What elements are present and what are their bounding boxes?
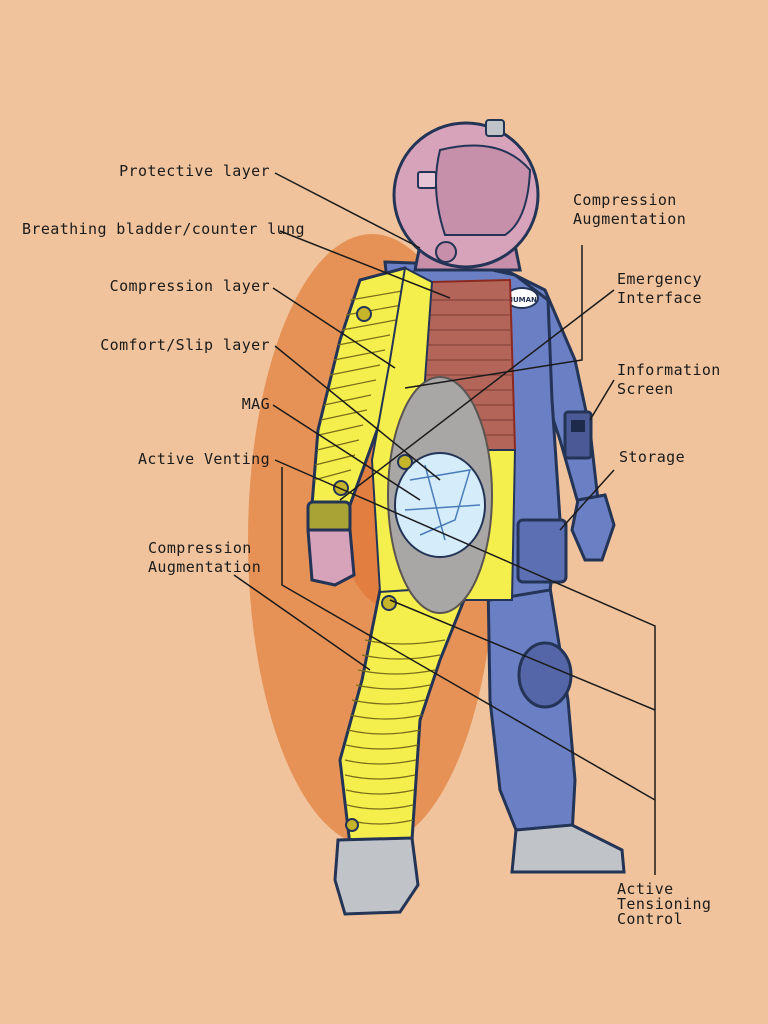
right-leg: [486, 573, 577, 842]
information-screen-device: [563, 410, 593, 460]
leader-compression-layer: [272, 287, 396, 369]
venting-tubes: [404, 464, 481, 541]
left-leg-compression-lines: [344, 639, 446, 825]
left-glove: [306, 528, 356, 587]
helmet-camera: [485, 119, 505, 137]
helmet-side-port: [417, 171, 437, 189]
helmet-valve: [435, 241, 457, 263]
label-information-screen: Information Screen: [617, 361, 721, 398]
label-active-tensioning-control: Active Tensioning Control: [617, 880, 712, 928]
leader-compression-augmentation-left: [233, 574, 371, 671]
label-protective-layer: Protective layer: [119, 162, 270, 180]
label-mag: MAG: [241, 395, 270, 413]
label-active-venting: Active Venting: [137, 450, 270, 468]
label-compression-layer: Compression layer: [109, 277, 270, 295]
knee-pad: [517, 641, 573, 709]
label-comfort-slip-layer: Comfort/Slip layer: [100, 336, 270, 354]
leader-lines: [233, 172, 656, 875]
wrist-cuff: [306, 500, 352, 534]
leader-storage: [559, 469, 615, 531]
left-boot: [333, 836, 420, 916]
label-emergency-interface: Emergency Interface: [617, 270, 702, 307]
leader-active-venting-2: [281, 467, 656, 801]
leader-mag: [272, 404, 421, 501]
leader-compression-augmentation-right: [404, 245, 583, 389]
leader-active-venting: [274, 459, 656, 875]
information-screen-display: [571, 420, 585, 432]
label-compression-augmentation-left: Compression Augmentation: [148, 539, 262, 576]
label-storage: Storage: [619, 448, 686, 466]
label-breathing-bladder: Breathing bladder/counter lung: [22, 220, 305, 238]
leader-active-tensioning-a: [389, 599, 656, 711]
storage-pocket: [516, 518, 568, 584]
label-compression-augmentation-right: Compression Augmentation: [573, 191, 687, 228]
leader-comfort-slip: [274, 345, 441, 481]
joint-connectors: [333, 306, 413, 832]
right-glove: [570, 493, 616, 562]
chest-badge-text: HUMAN: [507, 296, 537, 304]
leader-information-screen: [589, 379, 615, 421]
leader-emergency-interface: [339, 289, 615, 501]
left-arm-compression-lines: [313, 289, 409, 481]
leader-breathing-bladder: [279, 230, 451, 299]
leader-protective-layer: [274, 172, 421, 249]
helmet-visor: [435, 144, 532, 236]
right-boot: [510, 823, 626, 874]
